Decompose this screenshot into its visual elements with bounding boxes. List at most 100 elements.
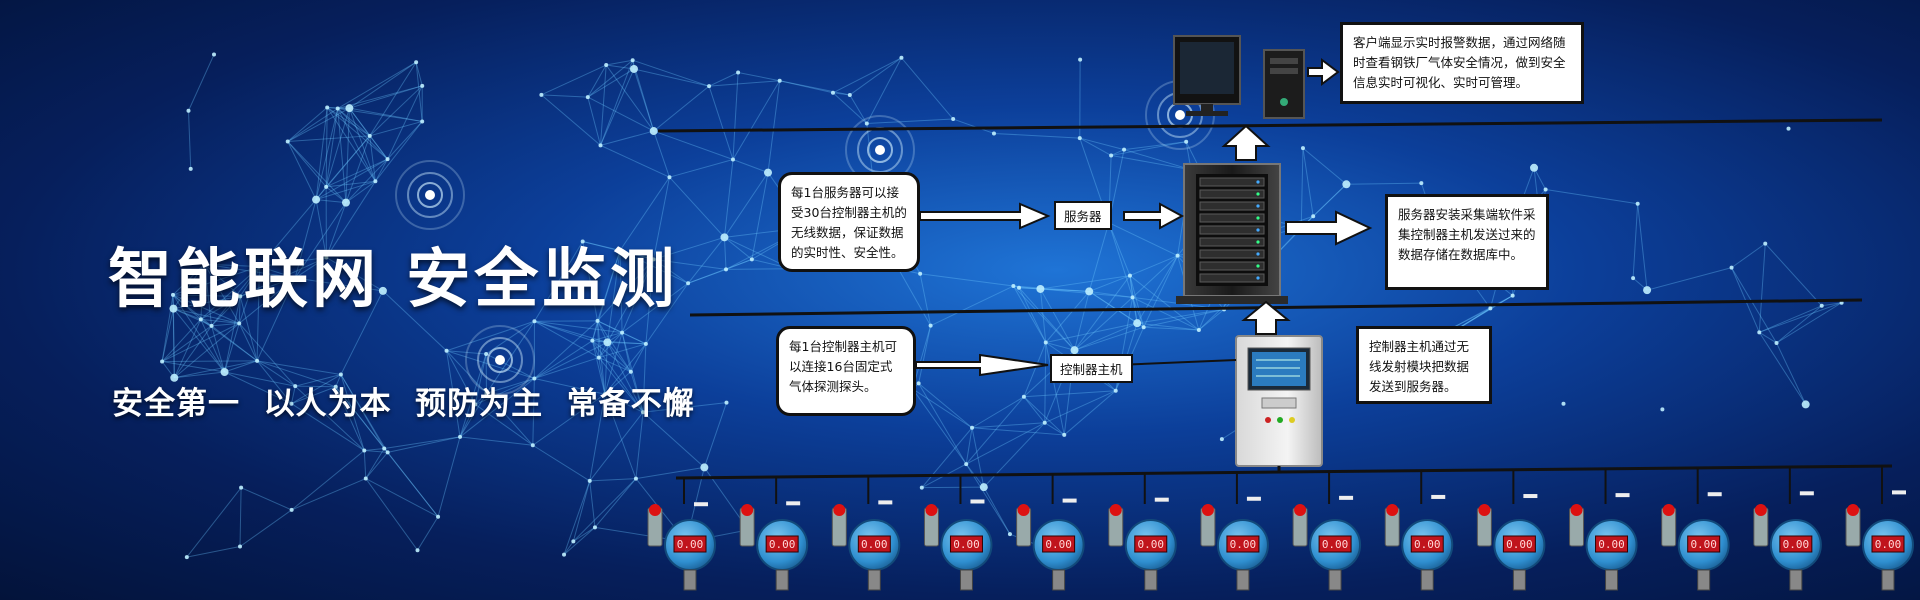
headline: 智能联网 安全监测 xyxy=(108,243,679,317)
network-node xyxy=(730,157,735,162)
controller-wireless-note: 控制器主机通过无线发射模块把数据发送到服务器。 xyxy=(1356,326,1492,404)
network-node xyxy=(830,90,835,95)
network-node xyxy=(700,463,709,472)
network-node xyxy=(1643,286,1652,295)
network-node xyxy=(649,127,658,136)
network-node xyxy=(916,381,921,386)
network-node xyxy=(964,462,969,467)
network-hub xyxy=(495,355,505,365)
network-node xyxy=(991,131,996,136)
network-node xyxy=(170,292,175,297)
network-node xyxy=(1311,214,1316,219)
network-node xyxy=(362,448,367,453)
detector-display: 0.00 xyxy=(1690,538,1717,551)
gas-detector-icon: 0.00 xyxy=(831,476,901,591)
network-node xyxy=(484,391,489,396)
gas-detector-icon: 0.00 xyxy=(1200,472,1269,591)
network-node xyxy=(1819,303,1824,308)
detector-display: 0.00 xyxy=(1875,538,1902,551)
gas-detector-icon: 0.00 xyxy=(923,475,993,591)
network-node xyxy=(899,55,904,60)
arrow-to-client-note xyxy=(1307,58,1340,86)
network-node xyxy=(198,317,203,322)
network-node xyxy=(1184,139,1189,144)
network-node xyxy=(763,168,772,177)
network-node xyxy=(604,63,609,68)
network-node xyxy=(289,401,294,406)
network-hub xyxy=(1175,110,1185,120)
network-node xyxy=(1729,265,1734,270)
network-node xyxy=(220,368,229,377)
network-node xyxy=(1036,284,1045,293)
network-node xyxy=(169,304,178,313)
network-node xyxy=(255,358,260,363)
network-node xyxy=(1342,180,1351,189)
detector-display: 0.00 xyxy=(1138,538,1165,551)
network-node xyxy=(1070,346,1079,355)
tier-divider-middle xyxy=(689,298,1863,317)
network-node xyxy=(1774,340,1779,345)
network-node xyxy=(1175,253,1180,258)
network-node xyxy=(436,514,441,519)
network-node xyxy=(1631,276,1636,281)
network-node xyxy=(1635,201,1640,206)
network-node xyxy=(378,286,387,295)
network-node xyxy=(1021,394,1026,399)
network-node xyxy=(667,175,672,180)
network-node xyxy=(345,104,354,113)
network-node xyxy=(618,248,623,253)
network-node xyxy=(643,341,648,346)
network-node xyxy=(651,257,656,262)
detector-bus xyxy=(675,464,1893,480)
network-node xyxy=(324,184,329,189)
network-node xyxy=(864,121,869,126)
network-node xyxy=(1130,295,1135,300)
network-node xyxy=(324,255,329,260)
network-node xyxy=(928,323,933,328)
arrow-label-to-server xyxy=(1123,202,1185,230)
network-node xyxy=(1530,163,1539,172)
network-node xyxy=(1085,287,1094,296)
network-node xyxy=(580,239,585,244)
arrow-server-to-software-note xyxy=(1285,210,1373,246)
network-node xyxy=(628,369,633,374)
network-node xyxy=(539,92,544,97)
detector-display: 0.00 xyxy=(1598,538,1625,551)
network-node xyxy=(484,351,489,356)
gas-detector-icon: 0.00 xyxy=(1292,471,1362,591)
detector-display: 0.00 xyxy=(861,538,888,551)
pc-tower-icon xyxy=(1263,49,1305,119)
network-node xyxy=(338,372,343,377)
network-node xyxy=(602,392,607,397)
arrow-controller-to-server xyxy=(1241,300,1291,335)
network-node xyxy=(458,434,463,439)
gas-detector-icon: 0.00 xyxy=(1108,473,1177,591)
network-node xyxy=(237,321,242,326)
network-hub xyxy=(875,145,885,155)
controller-label: 控制器主机 xyxy=(1050,354,1133,383)
network-node xyxy=(238,544,243,549)
network-node xyxy=(1141,325,1146,330)
network-node xyxy=(1113,388,1118,393)
network-node xyxy=(363,476,368,481)
network-node xyxy=(979,483,988,492)
server-software-note: 服务器安装采集端软件采集控制器主机发送过来的数据存储在数据库中。 xyxy=(1385,194,1549,290)
network-node xyxy=(571,539,576,544)
network-node xyxy=(293,384,298,389)
network-node xyxy=(532,319,537,324)
network-node xyxy=(641,410,646,415)
network-node xyxy=(736,70,741,75)
network-node xyxy=(420,119,425,124)
network-node xyxy=(1078,57,1083,62)
network-node xyxy=(184,555,189,560)
network-node xyxy=(257,264,262,269)
network-node xyxy=(777,78,782,83)
network-node xyxy=(530,443,535,448)
detector-display: 0.00 xyxy=(769,538,796,551)
network-node xyxy=(1017,285,1022,290)
detector-display: 0.00 xyxy=(1414,538,1441,551)
network-node xyxy=(188,166,193,171)
controller-label-connector xyxy=(1115,359,1237,366)
